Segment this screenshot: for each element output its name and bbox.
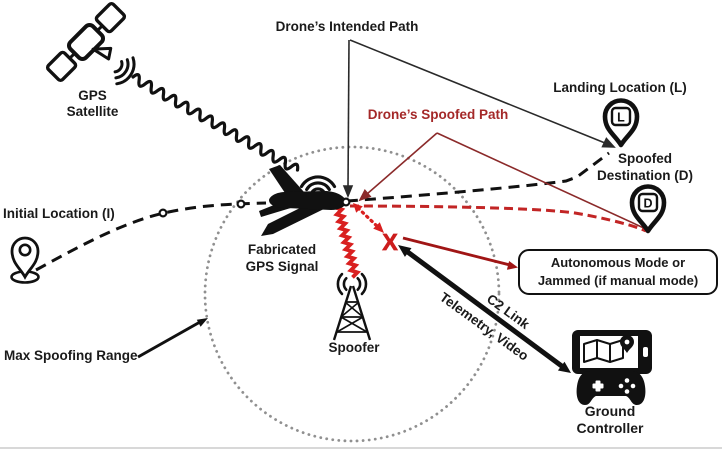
gps-satellite-label: GPS Satellite: [66, 88, 119, 119]
map-icon: [583, 339, 624, 363]
satellite-signal-icon: [113, 56, 136, 86]
map-pin-icon: [620, 335, 634, 353]
ground-controller-label: Ground Controller: [576, 403, 644, 436]
initial-location-label: Initial Location (I): [3, 206, 115, 221]
waypoint-circle: [236, 199, 246, 209]
c2-link-arrow: [398, 245, 571, 373]
jam-dotted-arrow: [353, 203, 384, 233]
jam-to-box-arrow: [402, 236, 518, 270]
destination-pin-letter: D: [643, 197, 652, 211]
initial-location-pin-icon: [10, 236, 40, 284]
ground-controller-icon: [572, 330, 652, 405]
jam-x-marker: X: [382, 229, 398, 255]
fabricated-signal-zigzag: [333, 205, 362, 279]
destination-pin-icon: D: [629, 184, 667, 234]
drone-position-marker: [341, 197, 351, 207]
intended-path-label: Drone’s Intended Path: [275, 19, 419, 34]
max-spoofing-range-circle: [203, 145, 501, 443]
drone-signal-icon: [299, 175, 337, 195]
autonomous-mode-callout: Autonomous Mode or Jammed (if manual mod…: [518, 249, 718, 295]
tablet-icon: [572, 330, 652, 374]
gps-signal-wave: [131, 73, 300, 172]
max-spoofing-range-label: Max Spoofing Range: [4, 348, 138, 363]
waypoint-circle: [158, 208, 168, 218]
fabricated-gps-signal-label: Fabricated GPS Signal: [245, 242, 319, 274]
landing-pin-icon: L: [602, 98, 640, 148]
spoofer-tower-icon: [332, 272, 372, 341]
landing-location-label: Landing Location (L): [553, 80, 687, 95]
drone-icon: [259, 165, 347, 236]
landing-pin-letter: L: [617, 111, 625, 125]
spoofed-path-dashed: [349, 204, 647, 233]
spoofed-path-label: Drone’s Spoofed Path: [367, 107, 509, 122]
gps-satellite-icon: [45, 1, 136, 86]
spoofed-destination-label: Spoofed Destination (D): [597, 151, 693, 183]
spoofer-label: Spoofer: [328, 340, 380, 355]
max-range-arrow: [137, 318, 208, 359]
actual-path-dashed: [35, 151, 610, 272]
spoofed-path-pointer-lines: [358, 132, 647, 230]
gamepad-icon: [576, 371, 646, 405]
intended-path-pointer-lines: [342, 39, 616, 199]
